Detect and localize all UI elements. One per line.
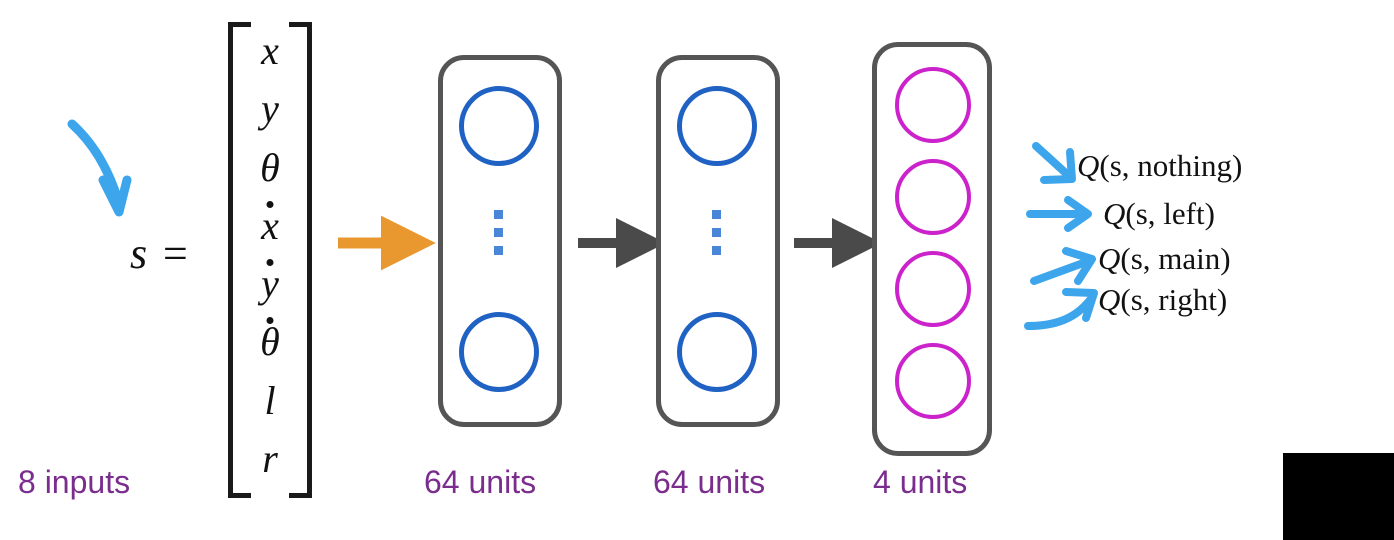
bracket-left-icon [228,22,251,498]
state-vector-entry: r [262,435,278,481]
neuron-node [459,312,539,392]
black-overlay-block [1283,453,1394,540]
state-vector-entry: θ [260,144,280,190]
q-output-label-nothing: Q(s, nothing) [1077,148,1243,183]
q-output-label-main: Q(s, main) [1098,241,1231,276]
label-hidden-layer-2: 64 units [653,464,766,500]
derivative-dot-icon [266,200,274,208]
label-hidden-layer-1: 64 units [424,464,537,500]
output-node [895,67,971,143]
output-node [895,159,971,235]
q-output-label-right: Q(s, right) [1098,282,1228,317]
state-equation: s = [130,228,191,279]
output-node [895,343,971,419]
state-vector-entry: θ [260,317,280,365]
bracket-right-icon [289,22,312,498]
state-vector-entry: x [261,28,279,74]
state-vector-entry: x [261,200,279,248]
neuron-node [677,86,757,166]
vertical-ellipsis-icon [712,210,721,255]
state-vector-entry: y [261,259,279,307]
neuron-node [677,312,757,392]
q-output-label-left: Q(s, left) [1103,196,1215,231]
state-vector-entry: l [264,377,276,423]
blue-annotation-arrow-q-left [1026,196,1092,232]
state-symbol: s = [130,229,191,278]
blue-annotation-arrow-state [67,119,132,217]
label-input-layer: 8 inputs [18,464,131,500]
label-output-layer: 4 units [873,464,968,500]
blue-annotation-arrow-q-main [1030,247,1096,285]
neuron-node [459,86,539,166]
output-node [895,251,971,327]
vertical-ellipsis-icon [494,210,503,255]
blue-annotation-arrow-q-right [1024,288,1098,330]
blue-annotation-arrow-q-nothing [1032,142,1076,184]
state-vector-items: x y θ x y θ l r [228,22,312,488]
state-vector: x y θ x y θ l r [228,22,312,498]
hidden-layer-1-box [438,55,562,427]
derivative-dot-icon [266,259,274,267]
output-layer-box [872,42,992,456]
derivative-dot-icon [266,317,274,325]
hidden-layer-2-box [656,55,780,427]
state-vector-entry: y [261,86,279,132]
